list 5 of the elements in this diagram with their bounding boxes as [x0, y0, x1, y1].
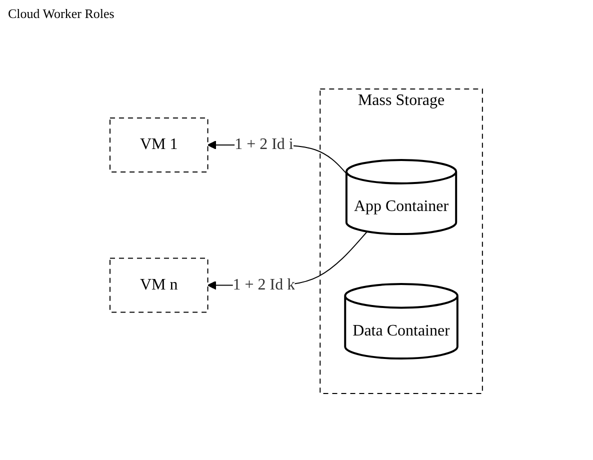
edge-label: 1 + 2 Id k	[233, 276, 296, 293]
node-box: VM n	[110, 258, 209, 312]
edge-label: 1 + 2 Id i	[234, 136, 294, 153]
node-box: VM 1	[110, 117, 209, 172]
heading-label: Cloud Worker Roles	[8, 6, 114, 22]
